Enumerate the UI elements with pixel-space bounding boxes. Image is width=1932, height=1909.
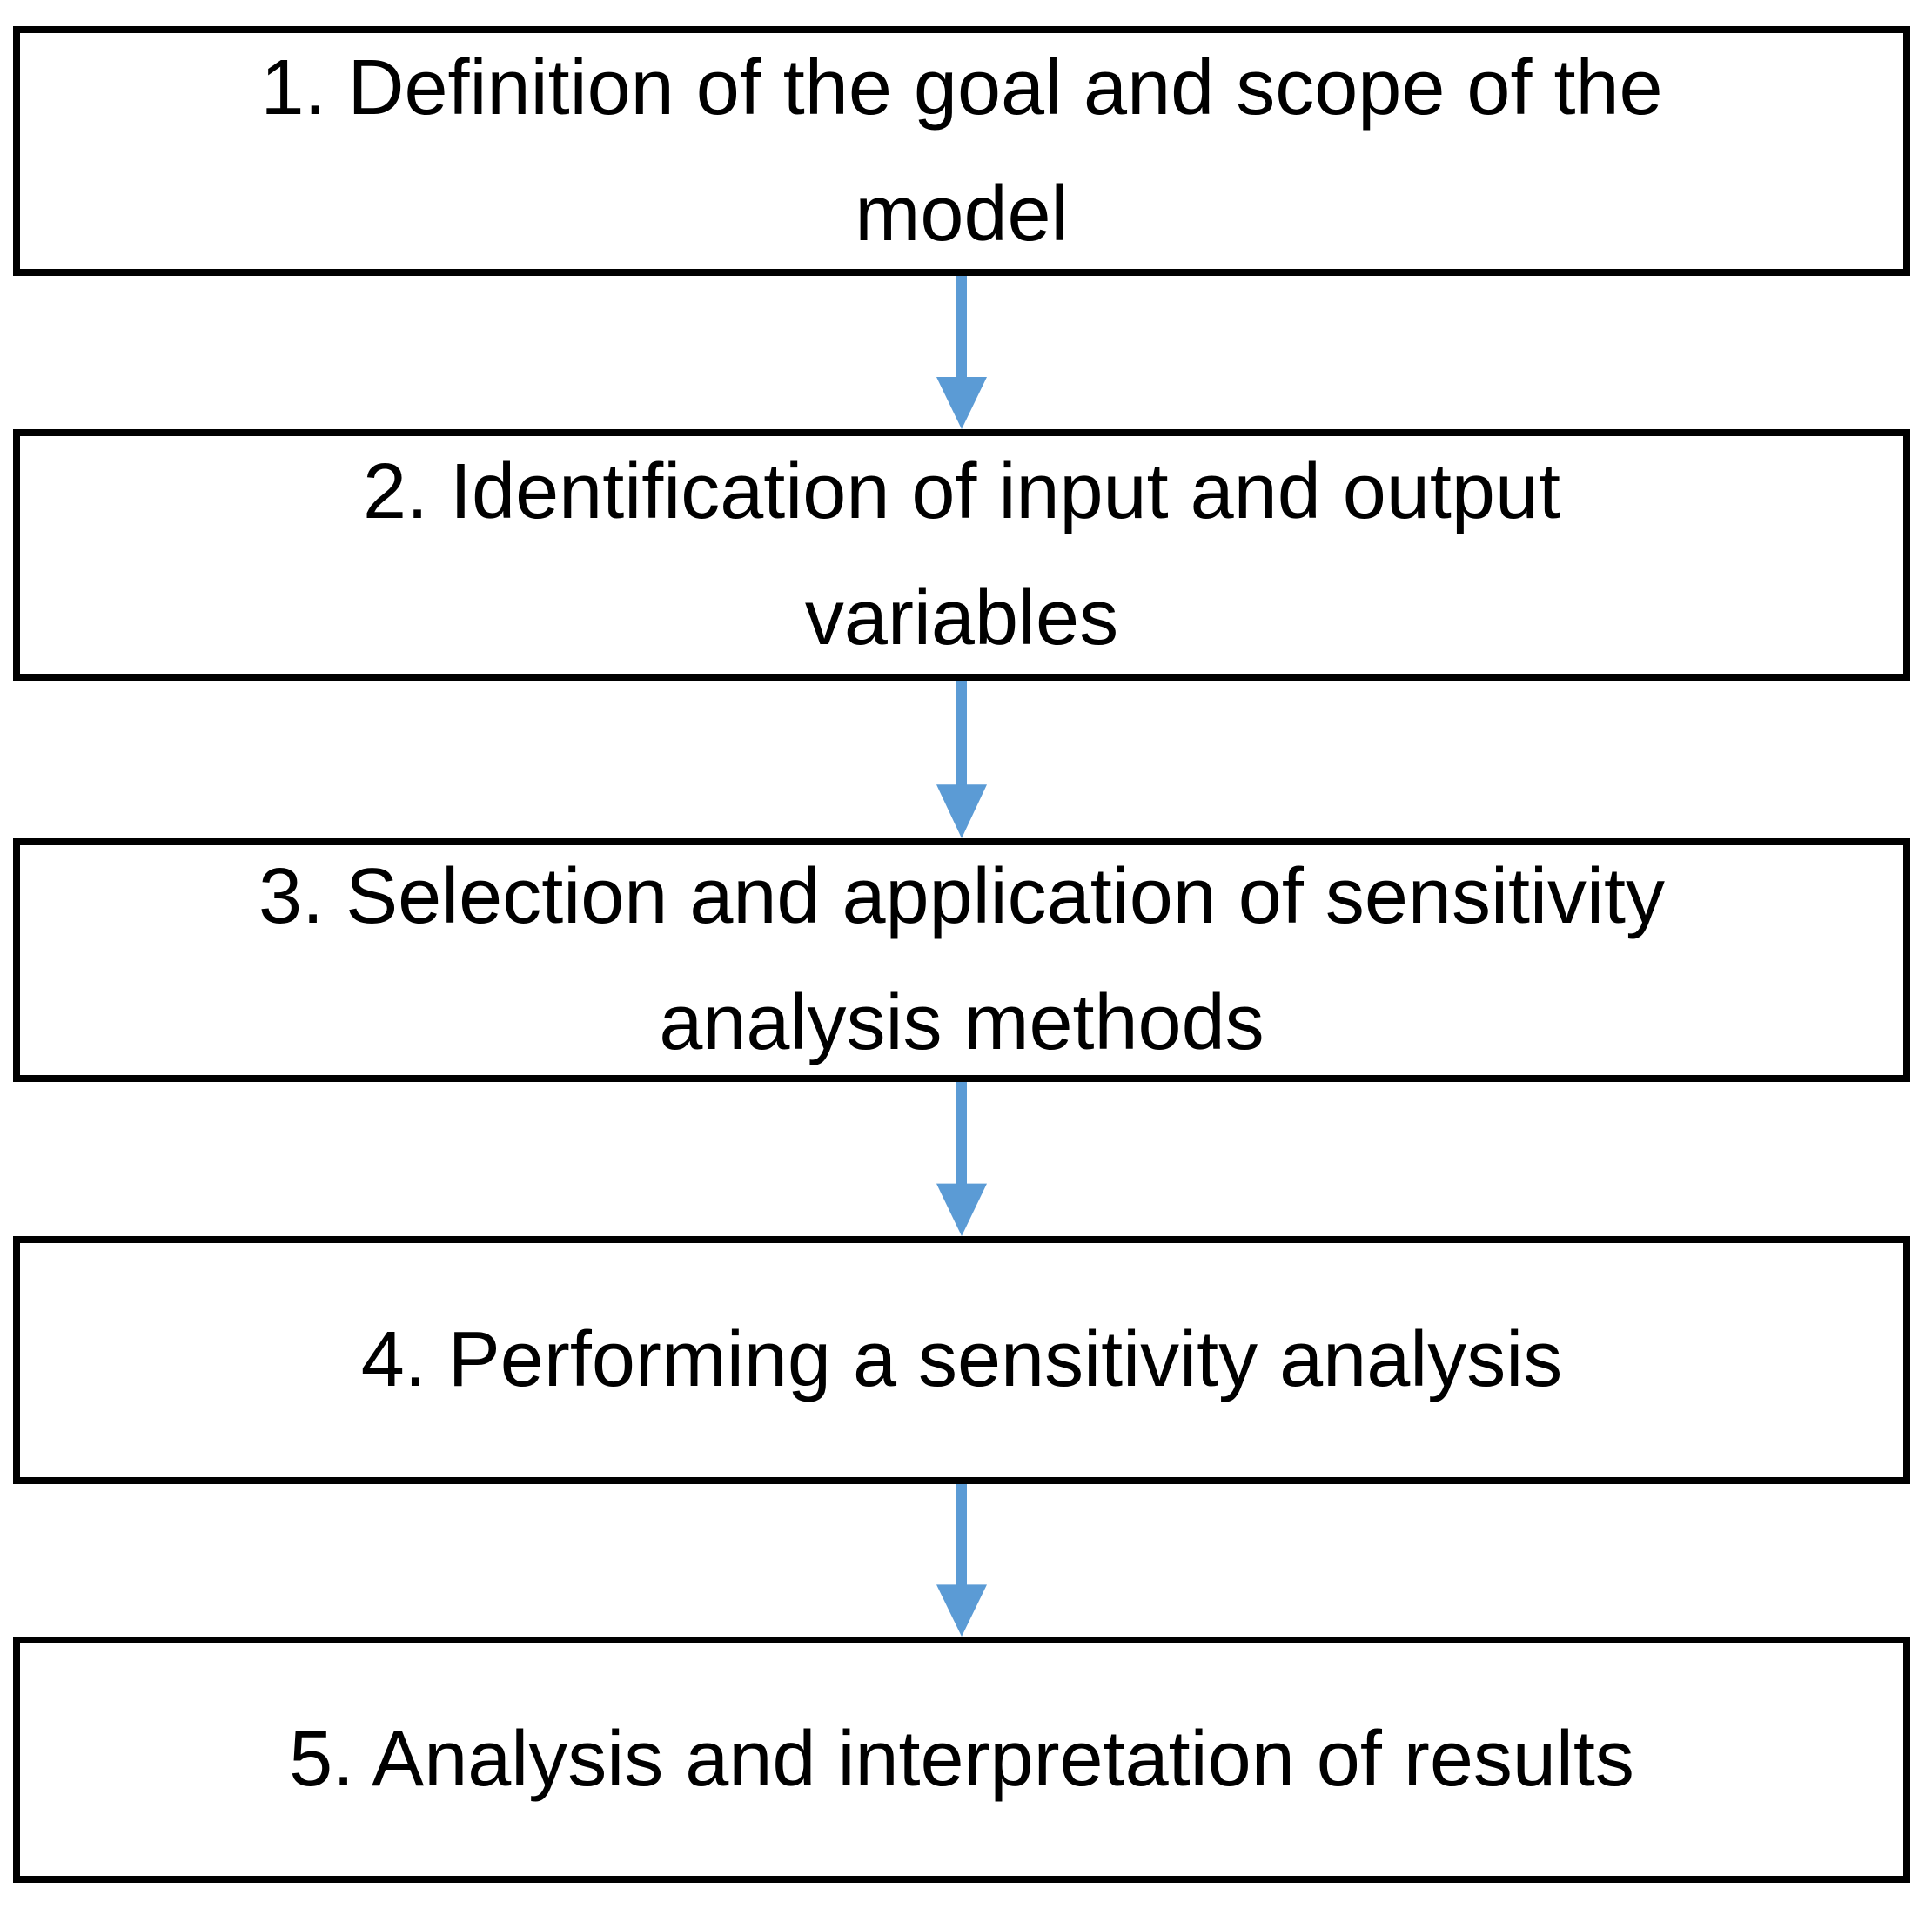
step-2-text-line-2: variables <box>804 574 1119 662</box>
step-3-text-line-1: 3. Selection and application of sensitiv… <box>258 853 1665 940</box>
step-2-text-line-1: 2. Identification of input and output <box>362 447 1560 535</box>
step-5-text-line-1: 5. Analysis and interpretation of result… <box>289 1716 1634 1803</box>
down-arrow-icon <box>936 1484 987 1637</box>
step-3-box: 3. Selection and application of sensitiv… <box>13 838 1910 1082</box>
step-1-box: 1. Definition of the goal and scope of t… <box>13 26 1910 276</box>
down-arrow-icon <box>936 681 987 838</box>
step-2-box: 2. Identification of input and output va… <box>13 429 1910 681</box>
step-3-text-line-2: analysis methods <box>659 979 1265 1066</box>
step-4-box: 4. Performing a sensitivity analysis <box>13 1236 1910 1484</box>
step-1-text-line-2: model <box>855 170 1069 258</box>
down-arrow-icon <box>936 276 987 429</box>
down-arrow-icon <box>936 1082 987 1236</box>
step-4-text-line-1: 4. Performing a sensitivity analysis <box>360 1316 1563 1403</box>
step-1-text-line-1: 1. Definition of the goal and scope of t… <box>260 44 1663 131</box>
step-5-box: 5. Analysis and interpretation of result… <box>13 1637 1910 1883</box>
